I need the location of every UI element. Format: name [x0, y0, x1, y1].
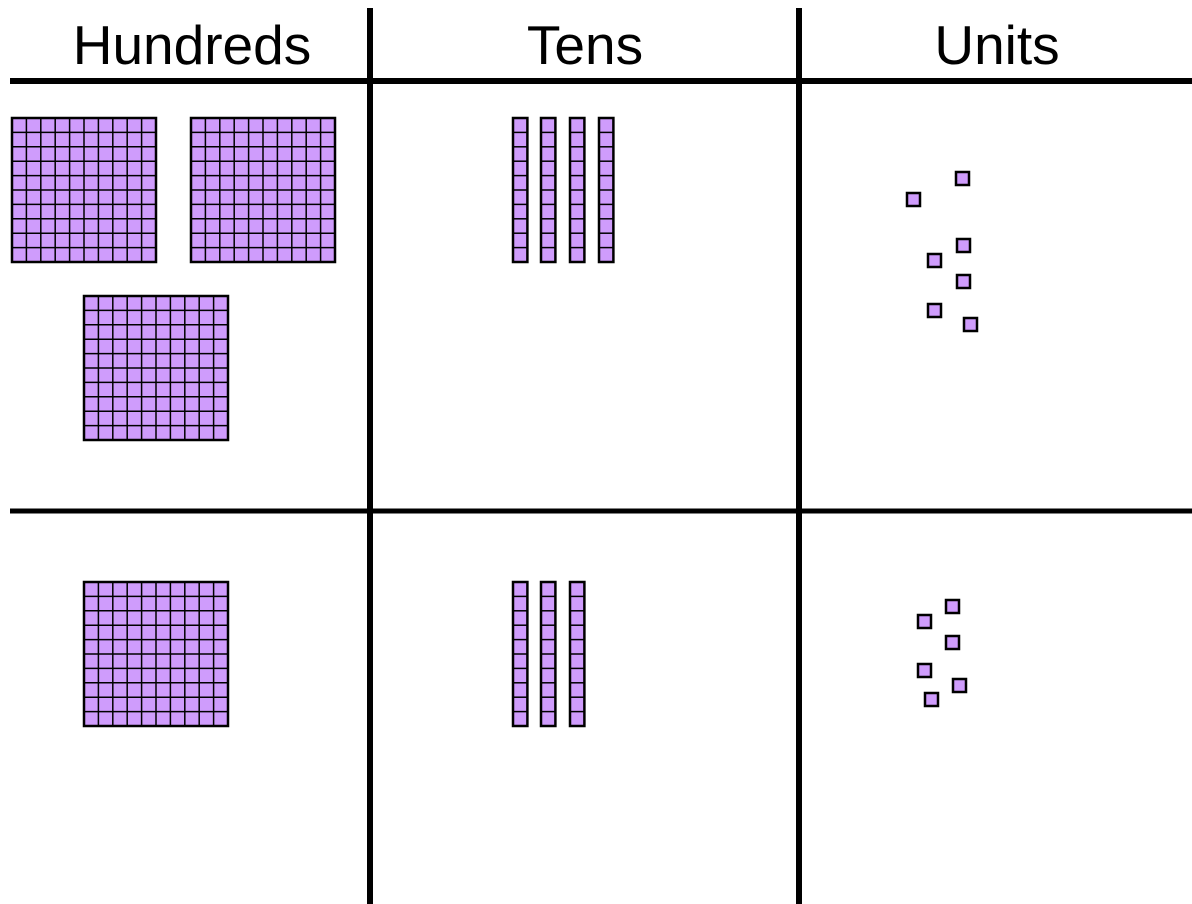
unit-cube: [956, 172, 969, 185]
unit-cube: [928, 254, 941, 267]
ten-rod: [513, 118, 527, 262]
ten-rod: [570, 582, 584, 726]
hundred-flat: [191, 118, 335, 262]
row-2-unit-cubes: [918, 600, 966, 706]
row-2-hundreds-blocks: [84, 582, 228, 726]
unit-cube: [953, 679, 966, 692]
ten-rod: [541, 118, 555, 262]
header-tens: Tens: [527, 14, 643, 76]
unit-cube: [918, 664, 931, 677]
unit-cube: [918, 615, 931, 628]
unit-cube: [925, 693, 938, 706]
hundred-flat: [12, 118, 156, 262]
hundred-flat: [84, 582, 228, 726]
header-hundreds: Hundreds: [73, 14, 311, 76]
header-units: Units: [934, 14, 1059, 76]
ten-rod: [541, 582, 555, 726]
unit-cube: [928, 304, 941, 317]
row-1-unit-cubes: [907, 172, 977, 331]
row-2-tens-rods: [513, 582, 584, 726]
ten-rod: [599, 118, 613, 262]
ten-rod: [513, 582, 527, 726]
hundred-flat: [84, 296, 228, 440]
unit-cube: [964, 318, 977, 331]
ten-rod: [570, 118, 584, 262]
unit-cube: [946, 600, 959, 613]
row-1-hundreds-blocks: [12, 118, 335, 440]
unit-cube: [946, 636, 959, 649]
unit-cube: [907, 193, 920, 206]
unit-cube: [957, 275, 970, 288]
unit-cube: [957, 239, 970, 252]
row-1-tens-rods: [513, 118, 613, 262]
